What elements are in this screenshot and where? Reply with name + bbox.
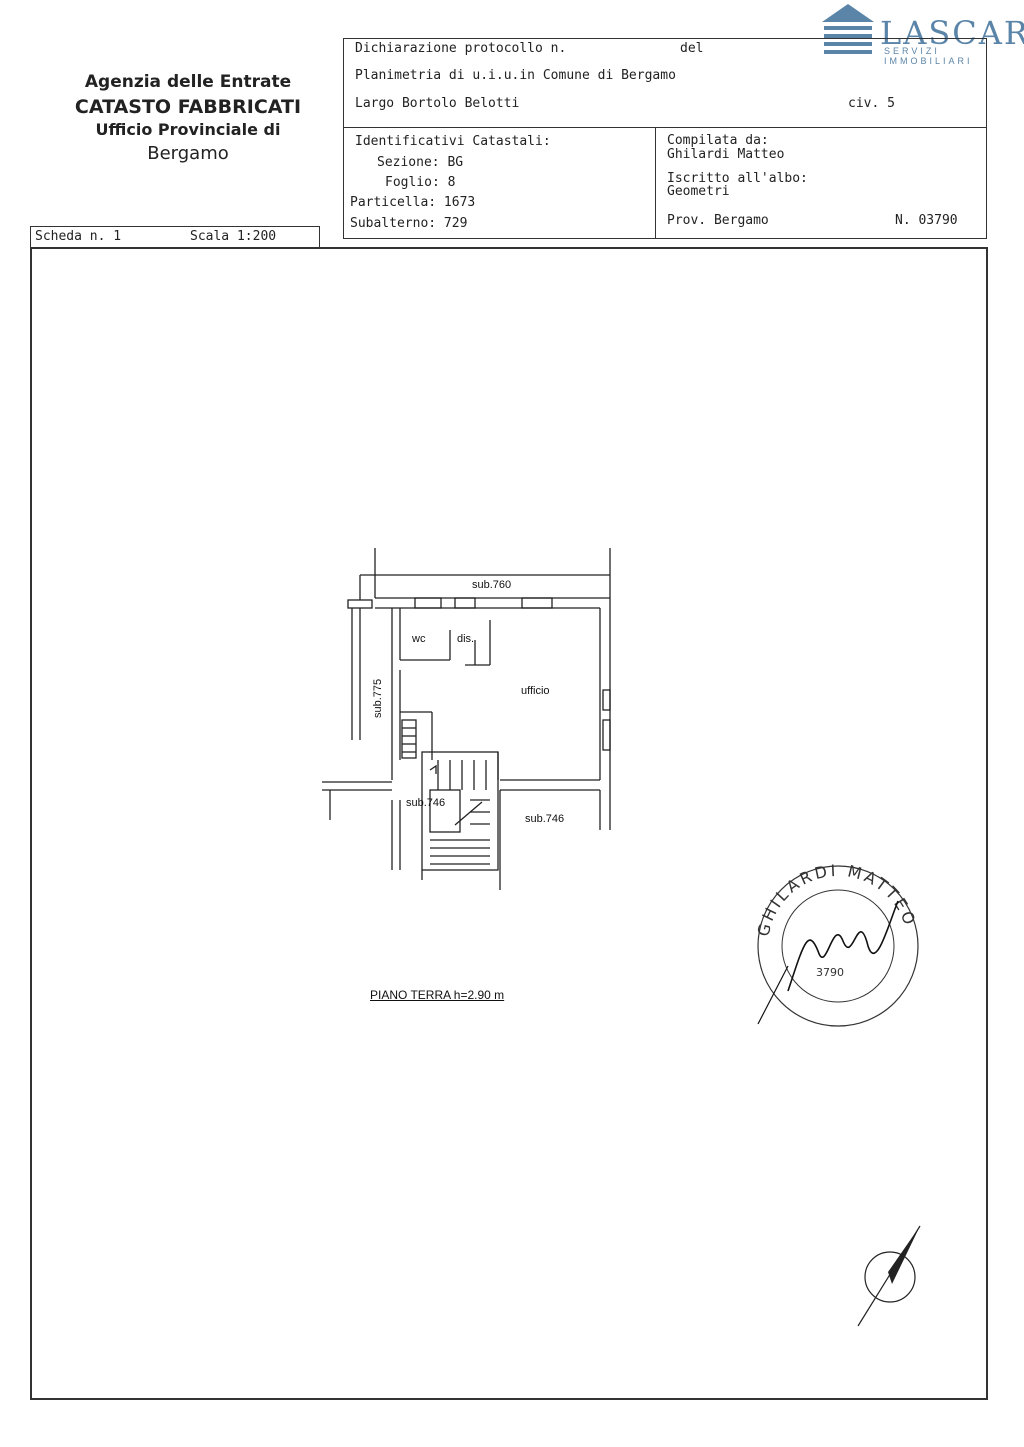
compilata-title: Compilata da:	[667, 133, 769, 148]
dis-label: dis.	[457, 633, 474, 645]
sezione-value: Sezione: BG	[377, 155, 464, 170]
logo-tagline: SERVIZI IMMOBILIARI	[884, 46, 973, 66]
del-label: del	[680, 41, 704, 56]
stamp-number: 3790	[816, 966, 844, 979]
foglio-value: Foglio: 8	[385, 175, 456, 190]
civ-label: civ. 5	[848, 96, 895, 111]
signature	[787, 900, 899, 992]
planimetria-label: Planimetria di u.i.u.in Comune di Bergam…	[355, 68, 676, 83]
scala-label: Scala 1:200	[190, 229, 277, 244]
sub775-label: sub.775	[372, 679, 384, 718]
compilata-name: Ghilardi Matteo	[667, 147, 785, 162]
agency-block: Agenzia delle Entrate CATASTO FABBRICATI…	[58, 72, 318, 164]
sub760-label: sub.760	[472, 579, 511, 591]
floor-plan: sub.760 sub.775 wc dis. ufficio sub.746 …	[322, 548, 611, 890]
column-divider	[655, 128, 656, 238]
piano-terra-label: PIANO TERRA h=2.90 m	[370, 988, 505, 1002]
professional-stamp: GHILARDI MATTEO 3790	[754, 861, 921, 1027]
north-arrow-icon	[857, 1225, 921, 1327]
scheda-label: Scheda n. 1	[35, 229, 122, 244]
agency-line2: CATASTO FABBRICATI	[74, 96, 302, 118]
iscritto-label: Iscritto all'albo:	[667, 171, 808, 186]
address-label: Largo Bortolo Belotti	[355, 96, 520, 111]
numero-value: N. 03790	[895, 213, 958, 228]
sub746-left-label: sub.746	[406, 797, 445, 809]
lascari-logo: LASCARI SERVIZI IMMOBILIARI	[820, 2, 1024, 66]
agency-line3: Ufficio Provinciale di	[95, 120, 281, 139]
identificativi-title: Identificativi Catastali:	[355, 134, 551, 149]
agency-line1: Agenzia delle Entrate	[84, 72, 292, 92]
ufficio-label: ufficio	[521, 685, 550, 697]
particella-value: Particella: 1673	[350, 195, 476, 210]
svg-text:GHILARDI MATTEO: GHILARDI MATTEO	[754, 861, 921, 938]
stamp-name: GHILARDI MATTEO	[754, 861, 918, 938]
logo-name: LASCARI	[880, 14, 1024, 52]
identificativi-box	[343, 127, 987, 239]
prov-value: Prov. Bergamo	[667, 213, 769, 228]
wc-label: wc	[411, 633, 426, 645]
sub746-right-label: sub.746	[525, 813, 564, 825]
albo-value: Geometri	[667, 184, 730, 199]
house-stripes-icon	[822, 4, 874, 54]
dichiarazione-label: Dichiarazione protocollo n.	[355, 41, 567, 56]
subalterno-value: Subalterno: 729	[350, 216, 468, 231]
drawing-frame	[30, 247, 988, 1400]
agency-line4: Bergamo	[147, 143, 229, 164]
